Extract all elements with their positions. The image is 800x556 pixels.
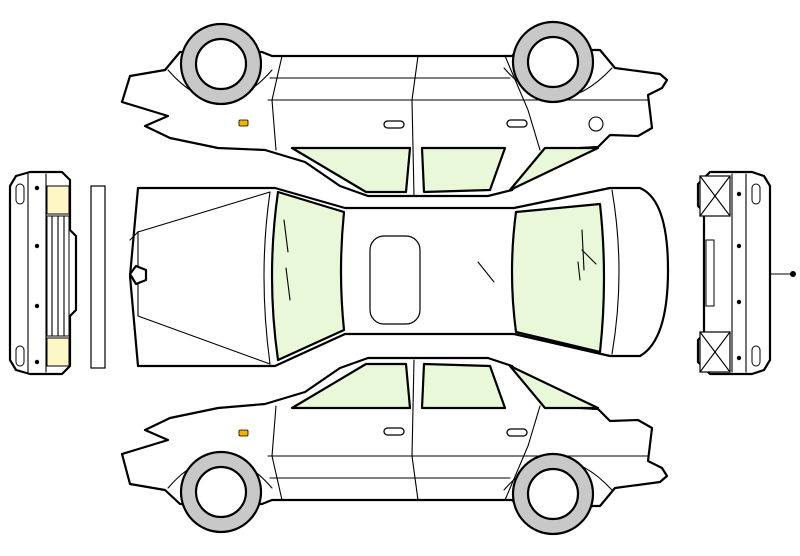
hood-emblem xyxy=(128,264,148,286)
front-view xyxy=(8,170,106,376)
rear-antenna-tip xyxy=(790,271,796,277)
rear-light-top xyxy=(751,183,761,205)
top-front-rim xyxy=(194,37,248,91)
rear-bolt-4 xyxy=(736,355,742,361)
hood-line-top xyxy=(137,191,271,233)
front-light-bottom xyxy=(15,345,25,367)
hood-line-bottom xyxy=(137,315,271,365)
rear-bolt-3 xyxy=(736,299,742,305)
top-side-marker xyxy=(238,119,249,127)
rear-window xyxy=(510,202,606,354)
taillight-top-x2 xyxy=(699,175,731,217)
front-bolt-2 xyxy=(34,243,40,249)
front-bolt-4 xyxy=(34,359,40,365)
top-door-line-3 xyxy=(504,55,541,151)
top-window-rear xyxy=(420,146,507,194)
rear-plate-area xyxy=(705,239,715,307)
roof-antenna xyxy=(477,261,495,283)
trunk-line xyxy=(611,189,620,355)
bottom-side-view xyxy=(120,356,669,536)
top-door-handle-front xyxy=(383,120,405,129)
roof-plan-view xyxy=(128,186,670,368)
bottom-door-line-3 xyxy=(504,405,541,501)
bottom-door-line-2 xyxy=(411,359,419,501)
top-door-line-2 xyxy=(411,55,419,197)
bottom-window-quarter xyxy=(508,364,600,410)
rear-light-bottom xyxy=(751,345,761,367)
bottom-door-handle-rear xyxy=(506,428,528,437)
taillight-bottom-x2 xyxy=(699,331,731,373)
front-bolt-1 xyxy=(34,185,40,191)
front-pad-top xyxy=(46,185,70,215)
rear-bolt-2 xyxy=(736,243,742,249)
front-bolt-3 xyxy=(34,303,40,309)
bottom-side-marker xyxy=(238,429,249,437)
hood-crease xyxy=(129,230,139,317)
top-window-front xyxy=(290,146,412,194)
top-door-line-1 xyxy=(271,55,283,151)
bottom-window-rear xyxy=(420,362,507,410)
windshield xyxy=(270,190,346,362)
front-plate-strip xyxy=(90,185,106,369)
top-side-view xyxy=(120,20,669,198)
bottom-door-line-1 xyxy=(271,405,283,501)
front-light-top xyxy=(15,183,25,205)
bottom-front-rim xyxy=(194,465,248,519)
rear-defrost-1 xyxy=(581,229,585,271)
top-door-handle-rear xyxy=(506,119,528,128)
sunroof xyxy=(369,235,421,325)
rear-view xyxy=(696,170,796,376)
bottom-rear-rim xyxy=(526,467,580,521)
top-rear-rim xyxy=(526,35,580,89)
rear-defrost-2 xyxy=(581,249,597,265)
front-pad-bottom xyxy=(46,337,70,367)
rear-bolt-1 xyxy=(736,191,742,197)
bottom-door-handle-front xyxy=(383,427,405,436)
bottom-window-front xyxy=(290,362,412,410)
rear-defrost-3 xyxy=(577,261,581,281)
wiper-1 xyxy=(283,219,289,253)
top-window-quarter xyxy=(508,146,600,192)
wiper-2 xyxy=(285,267,291,301)
top-fuel-cap xyxy=(588,116,604,132)
hood-cowl-line xyxy=(263,191,271,365)
